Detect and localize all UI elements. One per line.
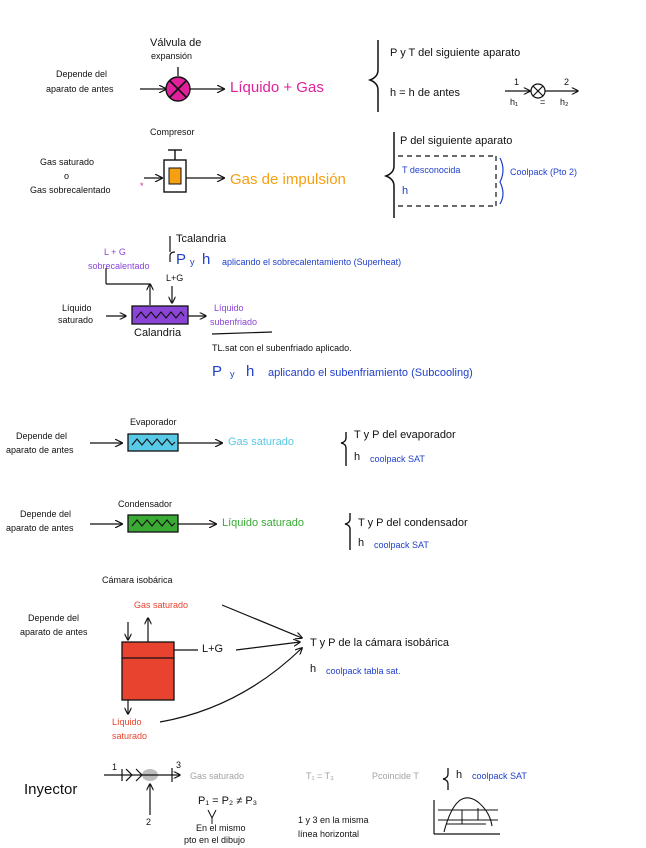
evaporator-input-line2: aparato de antes <box>6 445 74 455</box>
valve-section-art <box>140 40 578 112</box>
compressor-note-h: h <box>402 185 409 197</box>
calandria-input-line2: saturado <box>58 315 94 325</box>
compressor-asterisk: * <box>140 181 144 191</box>
injector-same-point-line1: En el mismo <box>196 823 246 833</box>
injector-p-coincide: Pcoincide T <box>372 771 419 781</box>
mini-node-1: 1 <box>514 77 520 87</box>
condenser-output-label: Líquido saturado <box>222 517 304 529</box>
condenser-input-line2: aparato de antes <box>6 523 74 533</box>
evaporator-output-label: Gas saturado <box>228 436 295 448</box>
calandria-lg-top: L + G <box>104 247 126 257</box>
calandria-p2: P <box>212 363 223 380</box>
injector-same-point-line2: pto en el dibujo <box>184 835 246 845</box>
chamber-liquid-line2: saturado <box>112 731 148 741</box>
calandria-symbol <box>131 305 189 325</box>
injector-horizontal-line2: línea horizontal <box>298 829 360 839</box>
compressor-symbol <box>163 159 187 193</box>
evaporator-coolpack: coolpack SAT <box>370 454 425 464</box>
injector-p-equality: P₁ = P₂ ≠ P₃ <box>198 795 258 807</box>
compressor-note-t: T desconocida <box>402 165 461 175</box>
chamber-liquid-line1: Líquido <box>112 717 142 727</box>
evaporator-input-line1: Depende del <box>16 431 68 441</box>
calandria-tl-note: TL.sat con el subenfriado aplicado. <box>212 343 352 353</box>
injector-h: h <box>456 769 463 781</box>
injector-node-3: 3 <box>176 760 182 770</box>
compressor-section-art <box>144 132 504 218</box>
calandria-h: h <box>202 251 211 268</box>
valve-note-pt: P y T del siguiente aparato <box>390 47 521 59</box>
injector-name: Inyector <box>24 781 78 798</box>
calandria-section-art <box>105 236 273 335</box>
chamber-note-tp: T y P de la cámara isobárica <box>310 637 449 649</box>
mini-node-2: 2 <box>564 77 570 87</box>
isobaric-chamber-symbol <box>121 641 175 701</box>
calandria-y: y <box>190 257 195 267</box>
valve-input-line1: Depende del <box>56 69 108 79</box>
valve-note-h: h = h de antes <box>390 87 461 99</box>
mini-h1: h₁ <box>510 97 519 107</box>
injector-gas-label: Gas saturado <box>190 771 245 781</box>
condenser-input-line1: Depende del <box>20 509 72 519</box>
compressor-title: Compresor <box>150 127 195 137</box>
condenser-coolpack: coolpack SAT <box>374 540 429 550</box>
calandria-y2: y <box>230 369 235 379</box>
mini-equals: = <box>540 97 546 107</box>
evaporator-note-h: h <box>354 451 361 463</box>
chamber-title: Cámara isobárica <box>102 575 173 585</box>
valve-output-label: Líquido + Gas <box>230 79 324 96</box>
condenser-note-tp: T y P del condensador <box>358 517 468 529</box>
injector-section-art <box>104 768 500 835</box>
injector-t-equality: T₁ = T₃ <box>306 771 334 781</box>
compressor-input-line1: Gas saturado <box>40 157 95 167</box>
compressor-note-p: P del siguiente aparato <box>400 135 513 147</box>
compressor-coolpack: Coolpack (Pto 2) <box>510 167 578 177</box>
ph-diagram-sketch <box>433 797 500 835</box>
compressor-input-line3: Gas sobrecalentado <box>30 185 111 195</box>
calandria-p: P <box>176 251 187 268</box>
chamber-input-line2: aparato de antes <box>20 627 88 637</box>
evaporator-note-tp: T y P del evaporador <box>354 429 456 441</box>
condenser-title: Condensador <box>118 499 173 509</box>
calandria-sobrecalentado: sobrecalentado <box>88 261 150 271</box>
mini-h2: h₂ <box>560 97 569 107</box>
valve-title-line1: Válvula de <box>150 37 202 49</box>
calandria-t-label: Tcalandria <box>176 233 227 245</box>
injector-node-2: 2 <box>146 817 152 827</box>
injector-node-1: 1 <box>112 762 118 772</box>
valve-title-line2: expansión <box>151 51 193 61</box>
chamber-section-art <box>121 604 302 723</box>
evaporator-title: Evaporador <box>130 417 177 427</box>
calandria-output-line2: subenfriado <box>210 317 258 327</box>
calandria-input-line1: Líquido <box>62 303 92 313</box>
chamber-lg-label: L+G <box>202 643 224 655</box>
calandria-lg-small: L+G <box>166 273 184 283</box>
chamber-note-h: h <box>310 663 317 675</box>
evaporator-section-art <box>90 432 347 466</box>
chamber-coolpack: coolpack tabla sat. <box>326 666 401 676</box>
injector-horizontal-line1: 1 y 3 en la misma <box>298 815 369 825</box>
condenser-section-art <box>90 513 351 550</box>
valve-input-line2: aparato de antes <box>46 84 114 94</box>
valve-brace <box>367 40 379 112</box>
injector-coolpack: coolpack SAT <box>472 771 527 781</box>
condenser-note-h: h <box>358 537 365 549</box>
calandria-name: Calandria <box>134 327 182 339</box>
calandria-output-line1: Líquido <box>214 303 244 313</box>
compressor-output-label: Gas de impulsión <box>230 171 346 188</box>
calandria-superheat-text: aplicando el sobrecalentamiento (Superhe… <box>222 257 402 267</box>
chamber-gas-out-label: Gas saturado <box>134 600 189 610</box>
compressor-input-line2: o <box>64 171 70 181</box>
calandria-subcooling-text: aplicando el subenfriamiento (Subcooling… <box>268 367 473 379</box>
calandria-h2: h <box>246 363 255 380</box>
chamber-input-line1: Depende del <box>28 613 80 623</box>
